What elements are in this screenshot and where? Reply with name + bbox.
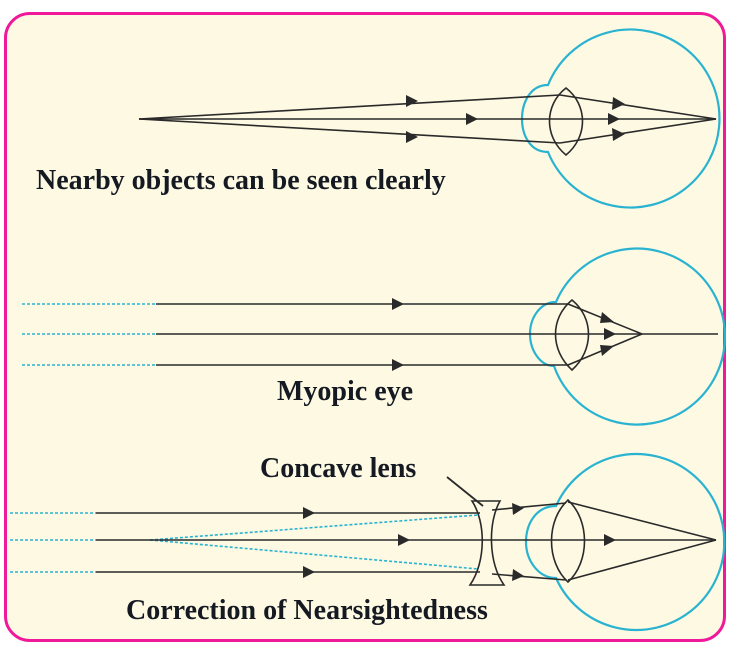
caption-correction: Correction of Nearsightedness — [126, 595, 488, 626]
ray-top-incident — [138, 94, 561, 120]
arrow-head — [406, 95, 418, 107]
ray-bot-refracted — [559, 118, 717, 144]
virtual-rays — [10, 512, 479, 573]
arrow-head — [303, 566, 315, 578]
panel-myopic — [22, 247, 727, 426]
arrow-head — [303, 507, 315, 519]
arrow-head — [392, 359, 404, 371]
ray-top-refracted — [559, 94, 717, 120]
eye-lens — [550, 498, 586, 584]
arrow-head — [398, 534, 410, 546]
eyeball-outline — [520, 28, 721, 209]
ray-arrows — [303, 503, 616, 581]
arrow-head — [604, 328, 616, 340]
arrow-head — [466, 113, 478, 125]
arrow-head — [600, 312, 614, 323]
ray-arrows — [392, 298, 616, 371]
light-rays — [156, 303, 718, 366]
ray-bot-incident — [138, 118, 561, 144]
lens-label-pointer — [446, 476, 484, 507]
arrow-head — [406, 131, 418, 143]
arrow-head — [612, 97, 625, 110]
arrow-head — [600, 345, 614, 356]
arrow-head — [604, 534, 616, 546]
ray-top-refracted — [567, 501, 717, 541]
eyeball-outline — [524, 452, 726, 632]
virtual-rays — [22, 303, 156, 366]
arrow-head — [612, 128, 625, 141]
arrow-head — [512, 503, 524, 515]
concave-lens — [468, 500, 506, 586]
caption-myopic-eye: Myopic eye — [277, 376, 414, 407]
eye-lens — [554, 298, 590, 372]
arrow-head — [392, 298, 404, 310]
ray-bot-refracted — [567, 539, 717, 581]
arrow-head — [608, 113, 620, 125]
ray-arrows — [406, 95, 625, 143]
light-rays — [138, 94, 717, 144]
ray-top-diverged — [491, 502, 567, 511]
eye-lens — [548, 86, 584, 157]
arrow-head — [512, 569, 524, 581]
ray-bot-diverged — [491, 573, 567, 581]
eyeball-outline — [528, 247, 727, 426]
label-concave-lens: Concave lens — [260, 453, 417, 484]
caption-nearby-objects: Nearby objects can be seen clearly — [36, 165, 446, 196]
panel-correction — [10, 452, 726, 632]
panel-normal-near — [138, 28, 721, 209]
